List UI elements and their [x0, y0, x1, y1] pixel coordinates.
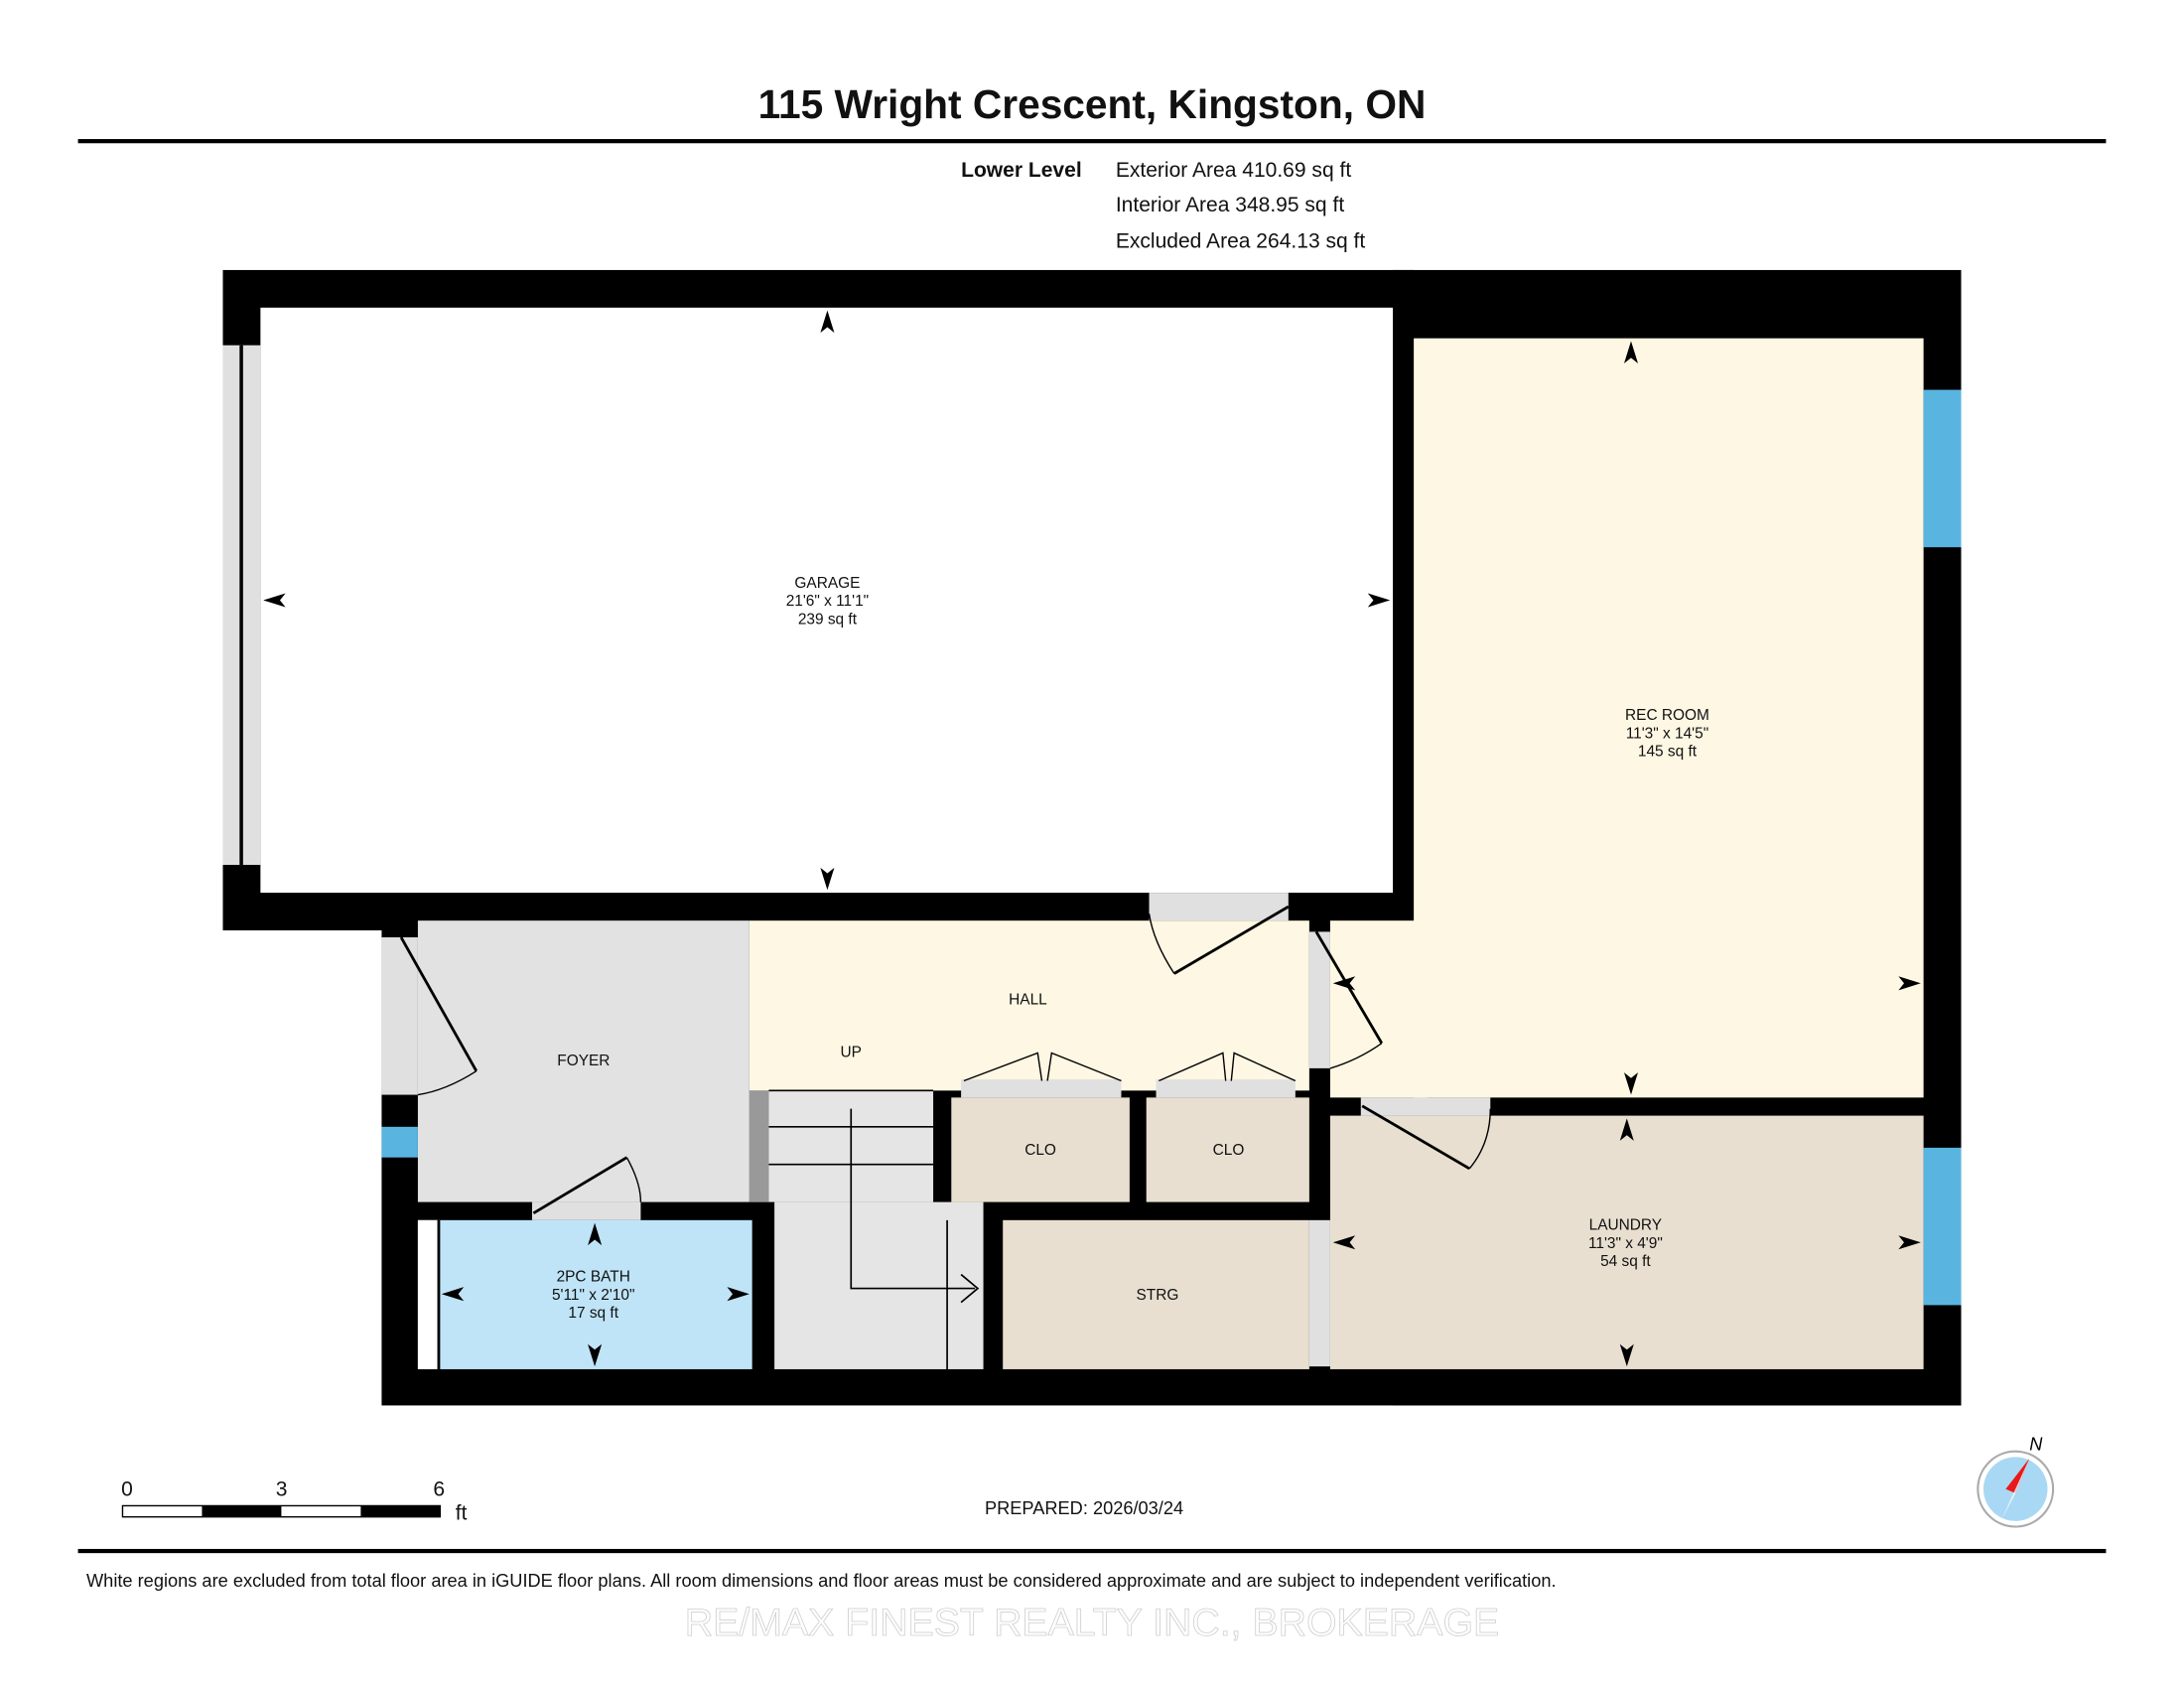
garage-door-line: [239, 345, 243, 866]
scale-tick-label: 3: [276, 1478, 288, 1501]
stair-lines: [768, 1089, 980, 1369]
scale-tick-label: 0: [121, 1478, 133, 1501]
rec-room-floor-ext: [1329, 920, 1429, 1098]
room-hall: HALL: [1009, 991, 1047, 1008]
exterior-area: Exterior Area 410.69 sq ft: [1116, 159, 1351, 182]
scale-tick-label: 6: [433, 1478, 445, 1501]
room-storage: STRG: [1137, 1287, 1179, 1304]
compass-north-label: N: [2029, 1433, 2043, 1454]
stairs-up-label: UP: [841, 1045, 862, 1061]
window: [1923, 389, 1962, 548]
floor-plan: GARAGE 21'6" x 11'1" 239 sq ft REC ROOM …: [222, 269, 1962, 1406]
scale-bar: 0 3 6 ft: [121, 1478, 468, 1525]
rec-room-door-opening: [1308, 931, 1330, 1068]
bath-floor: [417, 1219, 752, 1369]
stairs: [749, 1090, 934, 1202]
footer-divider: [77, 1548, 2107, 1554]
foyer-floor: [417, 920, 750, 1202]
scale-unit: ft: [456, 1501, 468, 1524]
room-rec-room: REC ROOM 11'3" x 14'5" 145 sq ft: [1625, 707, 1709, 760]
dimension-arrows: [263, 310, 1921, 1367]
prepared-date: PREPARED: 2026/03/24: [985, 1497, 1183, 1518]
room-name: GARAGE: [794, 575, 860, 592]
room-laundry: LAUNDRY 11'3" x 4'9" 54 sq ft: [1588, 1217, 1663, 1270]
storage-floor: [1003, 1219, 1309, 1369]
room-dimensions: 11'3" x 14'5": [1626, 725, 1708, 742]
room-name: LAUNDRY: [1589, 1217, 1662, 1234]
disclaimer: White regions are excluded from total fl…: [86, 1570, 1557, 1591]
storage-door-opening: [1308, 1219, 1330, 1367]
room-name: 2PC BATH: [557, 1269, 630, 1286]
room-area: 145 sq ft: [1638, 744, 1698, 761]
brokerage-watermark: RE/MAX FINEST REALTY INC., BROKERAGE: [685, 1601, 1499, 1644]
garage-floor: [260, 307, 1394, 894]
bath-excluded: [417, 1219, 438, 1369]
rec-room-floor: [1414, 338, 1924, 1098]
closet-2-door: [1156, 1079, 1296, 1098]
laundry-door-opening: [1360, 1097, 1491, 1116]
compass-icon: N: [1977, 1433, 2055, 1528]
stair-rail: [749, 1090, 769, 1202]
stairs-lower: [774, 1201, 984, 1369]
page-title: 115 Wright Crescent, Kingston, ON: [758, 81, 1427, 127]
bath-door-opening: [531, 1201, 641, 1220]
room-dimensions: 5'11" x 2'10": [552, 1287, 634, 1304]
window: [381, 1126, 418, 1158]
bath-line: [437, 1219, 441, 1369]
room-closet-1: CLO: [1024, 1142, 1056, 1159]
garage-hall-door-opening: [1149, 893, 1289, 921]
closet-2-floor: [1146, 1097, 1309, 1202]
room-2pc-bath: 2PC BATH 5'11" x 2'10" 17 sq ft: [552, 1269, 634, 1322]
room-area: 54 sq ft: [1600, 1253, 1651, 1270]
room-foyer: FOYER: [557, 1053, 610, 1069]
room-closet-2: CLO: [1213, 1142, 1245, 1159]
room-name: REC ROOM: [1625, 707, 1709, 724]
excluded-area: Excluded Area 264.13 sq ft: [1116, 229, 1366, 252]
level-name: Lower Level: [961, 159, 1082, 182]
room-dimensions: 11'3" x 4'9": [1588, 1235, 1663, 1252]
room-dimensions: 21'6" x 11'1": [786, 593, 869, 610]
entry-door-opening: [381, 937, 418, 1095]
interior-area: Interior Area 348.95 sq ft: [1116, 194, 1344, 216]
room-area: 239 sq ft: [798, 611, 858, 628]
room-area: 17 sq ft: [568, 1305, 618, 1322]
door-swings: [399, 905, 1491, 1215]
header-divider: [77, 139, 2107, 144]
closet-1-floor: [951, 1097, 1130, 1202]
laundry-floor: [1329, 1115, 1924, 1369]
room-garage: GARAGE 21'6" x 11'1" 239 sq ft: [786, 575, 869, 628]
window: [1923, 1147, 1962, 1306]
closet-1-door: [961, 1079, 1122, 1098]
